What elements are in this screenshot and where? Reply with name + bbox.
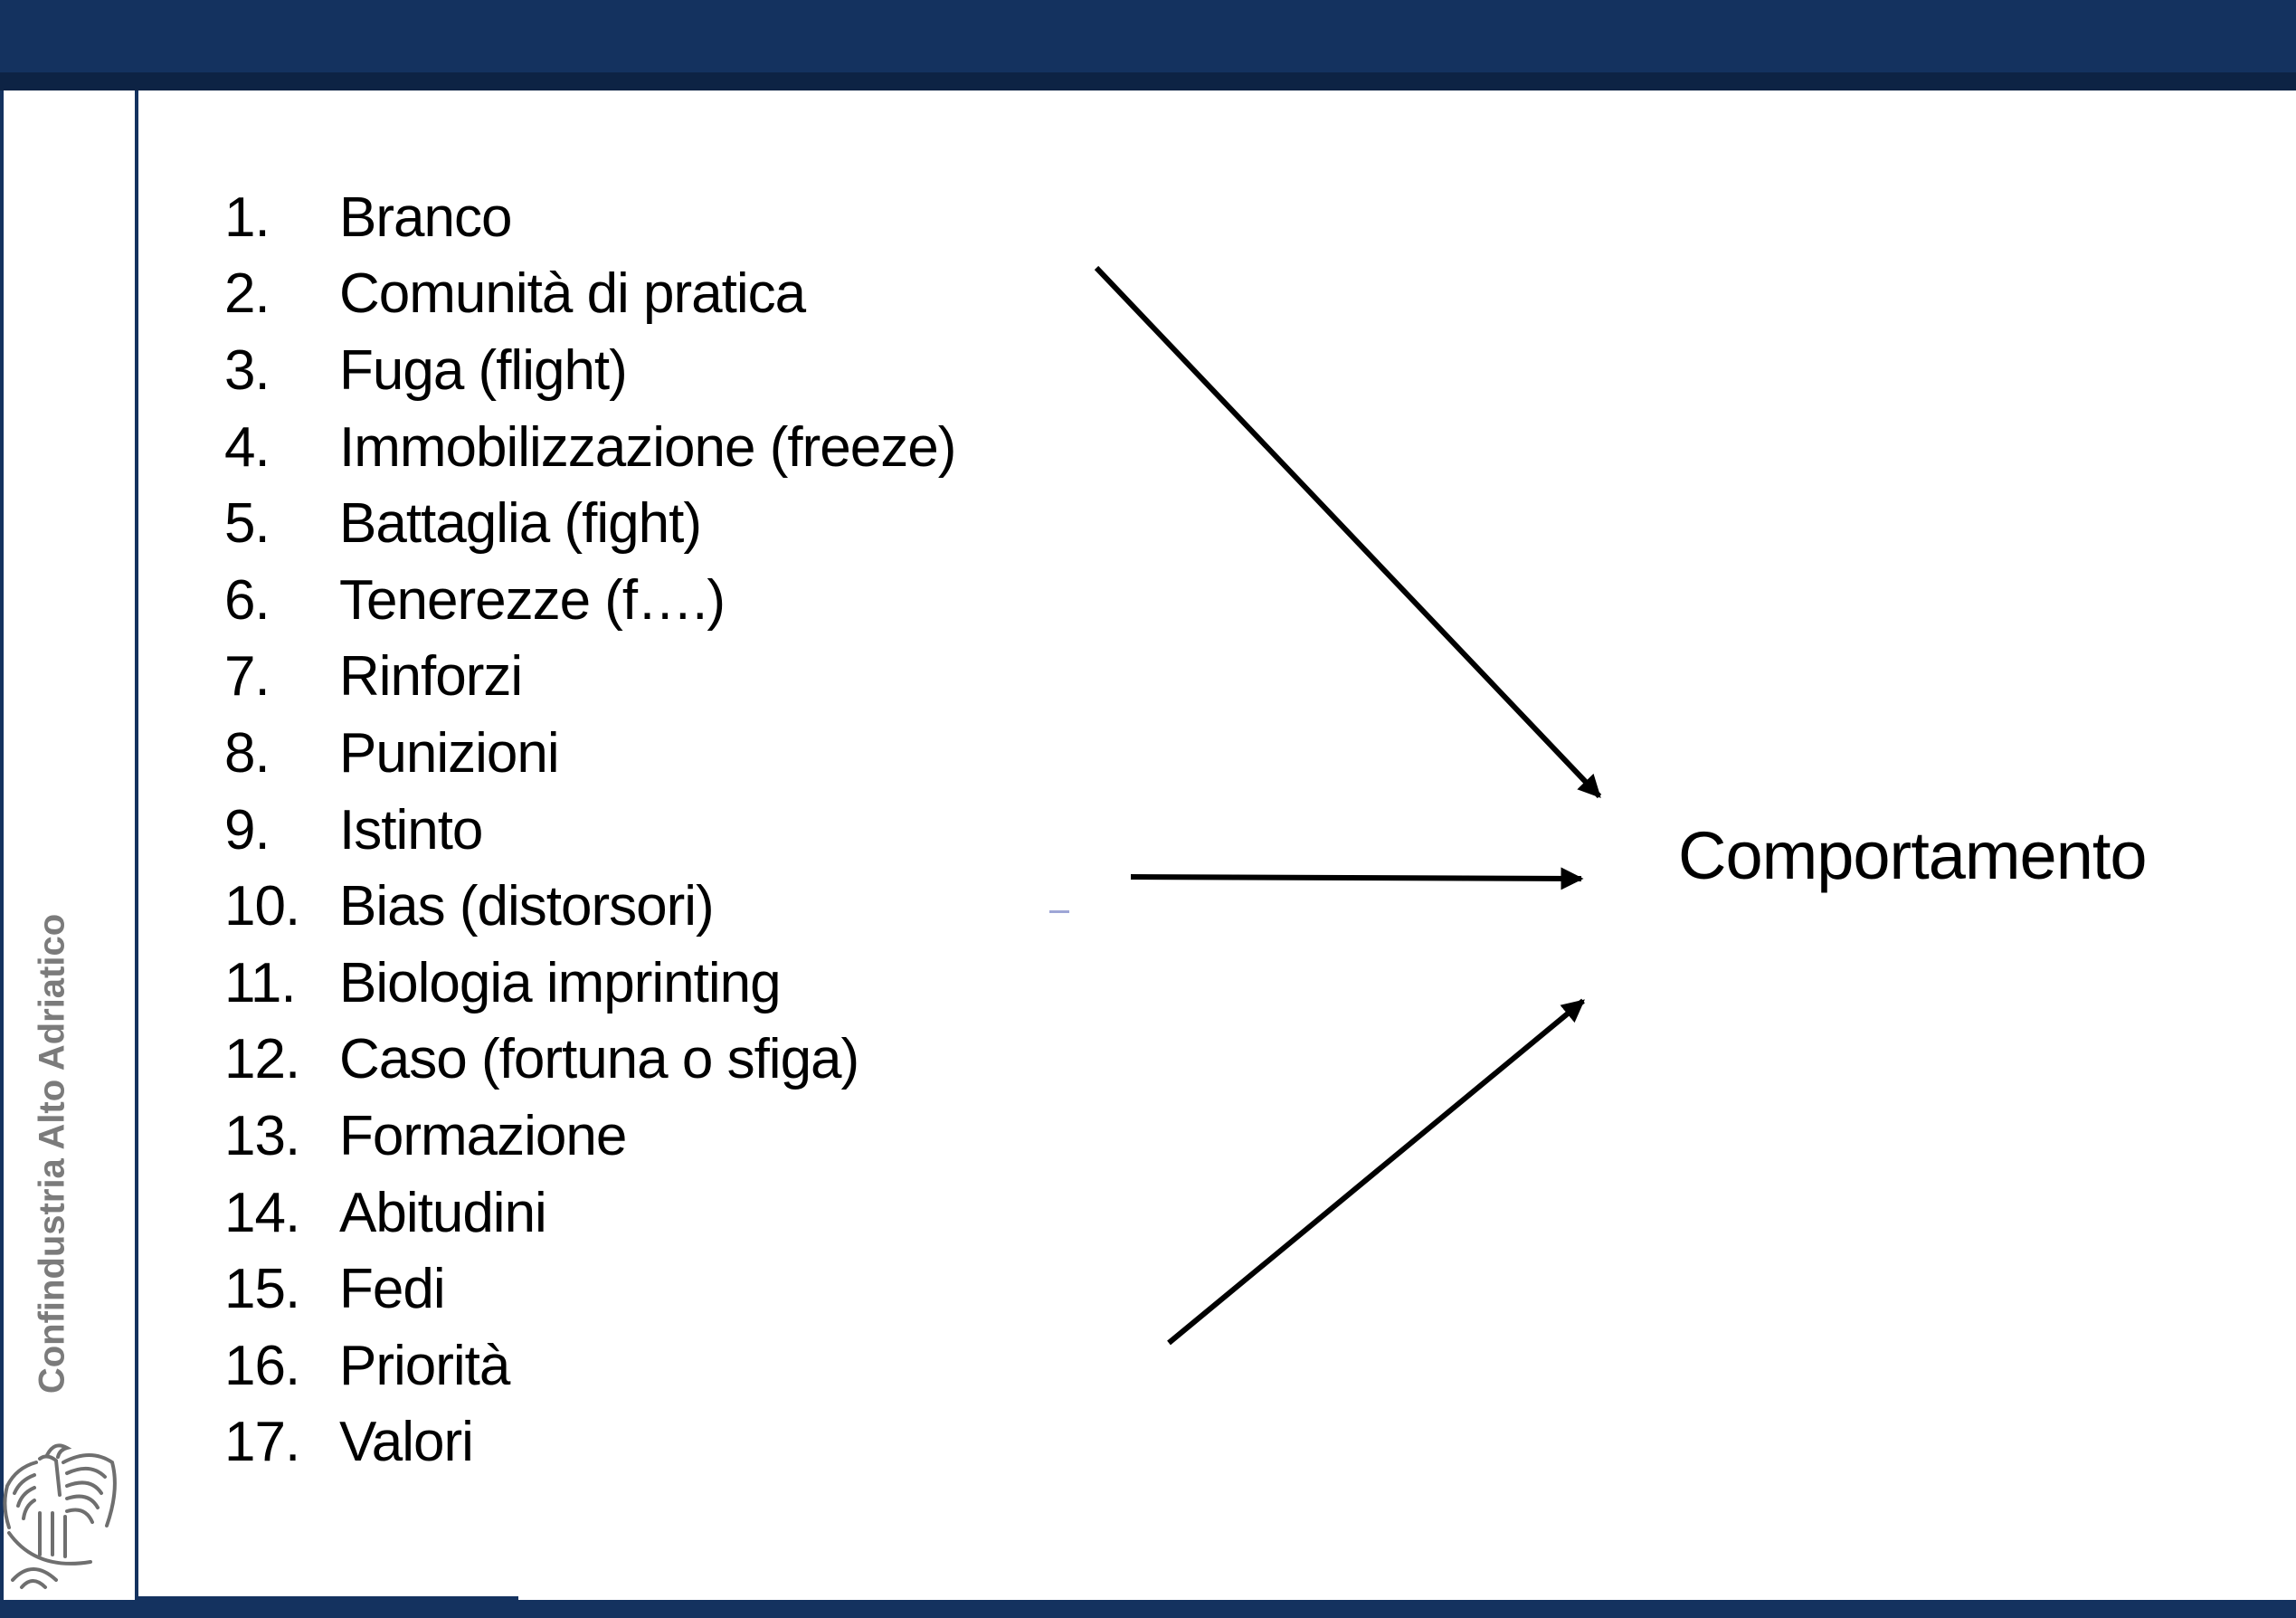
list-item-number: 16. [224,1334,300,1397]
list-item-label: Branco [339,186,512,249]
list-item-number: 7. [224,645,270,709]
list-item: 6. Tenerezze (f….) [224,562,955,639]
list-item: 1. Branco [224,179,955,256]
list-item-number: 8. [224,721,270,785]
header-underline [0,72,2296,90]
list-item: 12. Caso (fortuna o sfiga) [224,1022,955,1099]
list-item: 10. Bias (distorsori) [224,868,955,945]
list-item-label: Punizioni [339,721,560,785]
list-item: 3. Fuga (flight) [224,332,955,409]
list-item-label: Comunità di pratica [339,262,806,326]
list-item-number: 12. [224,1028,300,1091]
list-item-label: Abitudini [339,1181,547,1244]
list-item-number: 17. [224,1411,300,1474]
stray-mark [1049,910,1069,913]
list-item-label: Fuga (flight) [339,338,628,402]
list-item-label: Bias (distorsori) [339,875,715,938]
list-item-number: 4. [224,415,270,479]
list-item-number: 2. [224,262,270,326]
list-item-label: Valori [339,1411,474,1474]
list-item-label: Caso (fortuna o sfiga) [339,1028,859,1091]
list-item: 7. Rinforzi [224,639,955,716]
list-item-number: 15. [224,1258,300,1321]
list-item-number: 11. [224,951,297,1014]
list-item: 15. Fedi [224,1251,955,1328]
list-item: 11. Biologia imprinting [224,945,955,1022]
list-item: 13. Formazione [224,1098,955,1175]
footer-bar [0,1600,2296,1618]
eagle-logo-icon [3,1443,117,1589]
list-item-number: 5. [224,492,270,556]
list-item-number: 3. [224,338,270,402]
list-item-number: 9. [224,798,270,861]
list-item-label: Priorità [339,1334,510,1397]
arrow-middle [1130,867,1584,890]
list-item: 14. Abitudini [224,1175,955,1252]
list-item: 16. Priorità [224,1328,955,1404]
list-item-label: Tenerezze (f….) [339,568,726,632]
list-item-label: Rinforzi [339,645,523,709]
list-item-label: Immobilizzazione (freeze) [339,415,956,479]
target-label: Comportamento [1678,818,2148,893]
list-item-number: 10. [224,875,300,938]
list-item-label: Fedi [339,1258,446,1321]
list-item-number: 13. [224,1104,300,1167]
list-item-number: 14. [224,1181,300,1244]
list-item: 4. Immobilizzazione (freeze) [224,409,956,486]
left-frame-border [0,90,4,1600]
list-item-number: 6. [224,568,270,632]
list-item: 9. Istinto [224,792,955,869]
footer-accent [138,1596,518,1600]
arrow-lower [1167,998,1585,1346]
list-item: 2. Comunità di pratica [224,256,955,333]
list-item: 8. Punizioni [224,715,955,792]
sidebar-divider [135,90,138,1600]
list-item-number: 1. [224,186,270,249]
list-item-label: Biologia imprinting [339,951,782,1014]
list-item-label: Formazione [339,1104,627,1167]
list-item: 17. Valori [224,1404,955,1481]
arrow-upper [1094,265,1602,799]
list-item-label: Battaglia (fight) [339,492,702,556]
factor-list: 1. Branco 2. Comunità di pratica 3. Fuga (f… [224,179,956,1481]
list-item: 5. Battaglia (fight) [224,485,955,562]
list-item-label: Istinto [339,798,483,861]
